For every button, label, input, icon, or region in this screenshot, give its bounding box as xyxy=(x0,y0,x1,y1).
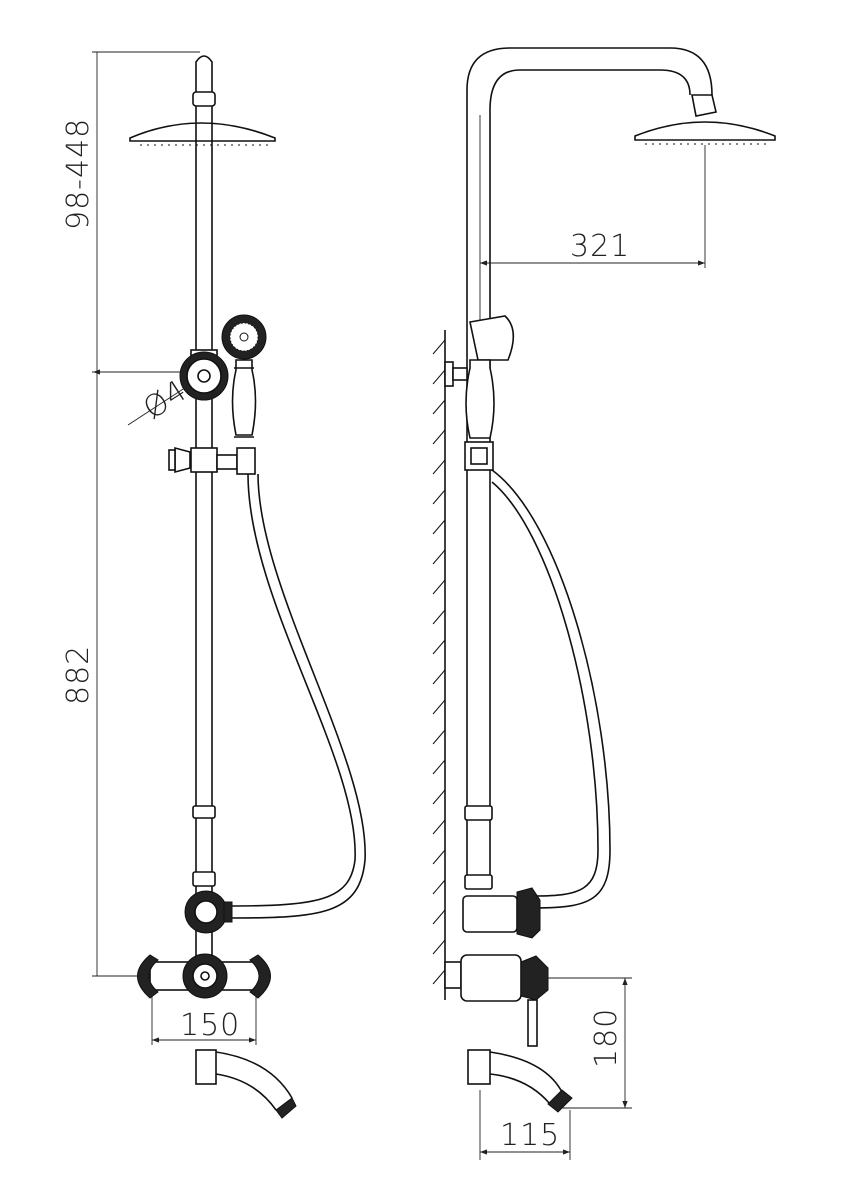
side-hand-shower xyxy=(465,359,495,439)
front-slide-bracket xyxy=(168,446,256,475)
front-spout xyxy=(195,1049,297,1119)
wall xyxy=(432,330,446,1000)
side-wall-bracket xyxy=(444,315,515,471)
front-view: 98-448 Ø46 882 150 xyxy=(61,51,366,1119)
side-shower-head xyxy=(634,121,776,141)
side-riser-pipe xyxy=(464,47,776,890)
dim-bar-height-label: 882 xyxy=(61,645,96,705)
front-riser-pipe xyxy=(129,55,276,965)
dim-center-distance-label: 150 xyxy=(180,1008,240,1043)
front-mixer-body xyxy=(137,953,271,999)
front-diverter-knob xyxy=(184,890,233,934)
front-hose-outer xyxy=(227,473,356,907)
side-view: 321 xyxy=(432,47,776,1160)
left-handle xyxy=(137,954,159,999)
dim-spout-reach-label: 115 xyxy=(500,1118,560,1153)
dim-spout-height-label: 180 xyxy=(589,1008,624,1068)
front-diameter-clamp xyxy=(179,349,229,401)
pipe-joint xyxy=(192,805,216,819)
side-diverter xyxy=(462,887,541,939)
dim-height-adjust-label: 98-448 xyxy=(61,118,96,230)
side-hose-outer xyxy=(491,469,611,909)
dim-arm-reach-label: 321 xyxy=(570,229,630,264)
side-hose-inner xyxy=(491,481,599,897)
right-handle xyxy=(249,954,271,999)
side-mixer xyxy=(444,954,549,1047)
front-hand-shower xyxy=(221,314,267,438)
side-slide-clamp xyxy=(464,441,494,471)
side-lever xyxy=(527,999,538,1047)
side-spout xyxy=(467,1049,573,1113)
front-hose-inner xyxy=(227,473,366,919)
front-shower-head xyxy=(129,122,276,142)
front-dimension-lines xyxy=(92,51,257,1045)
side-dimension-lines xyxy=(479,977,632,1160)
spout-aerator xyxy=(275,1097,297,1119)
